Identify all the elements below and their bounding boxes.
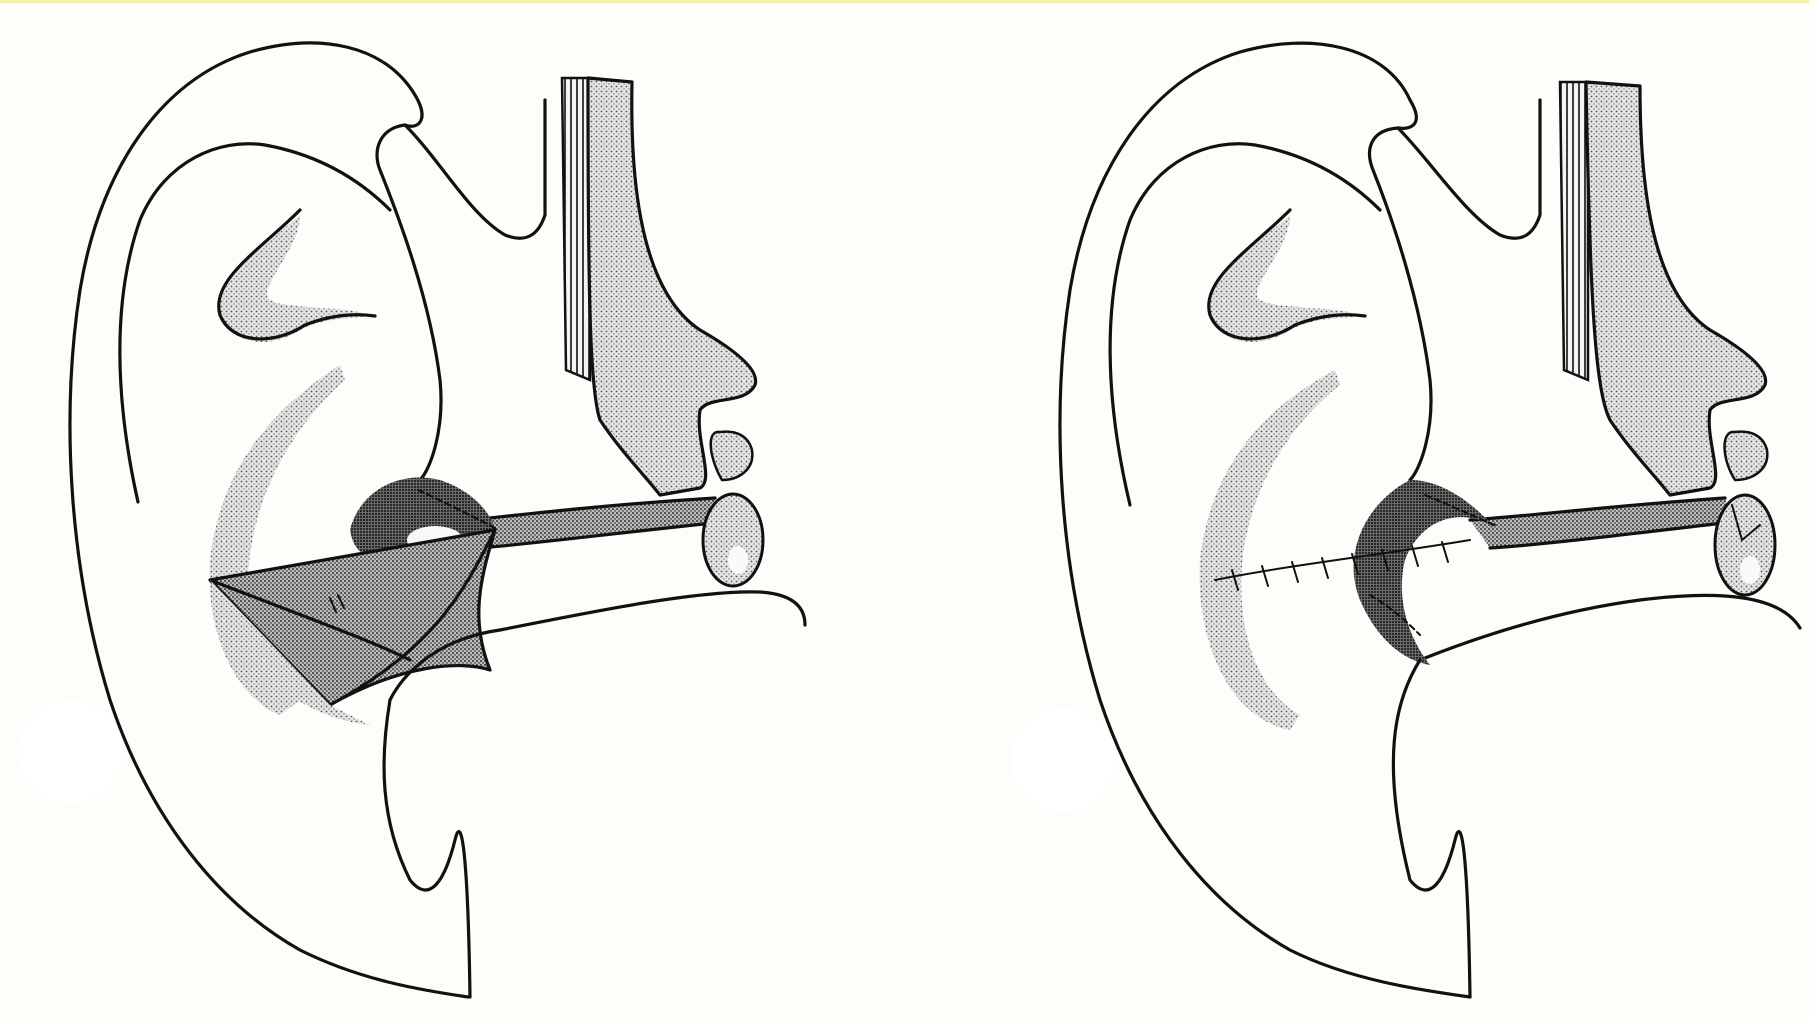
left-muscle-strip — [562, 78, 590, 380]
right-triangular-fossa — [1210, 215, 1360, 342]
left-tympanic-highlight — [728, 546, 748, 574]
left-small-ossicle — [711, 432, 753, 480]
right-suture-line — [1215, 540, 1470, 580]
left-crus-contour — [377, 125, 441, 480]
right-small-ossicle — [1724, 432, 1767, 480]
left-canal-floor — [500, 592, 805, 630]
right-canal-tube — [1470, 498, 1732, 548]
right-antihelix-shade — [1200, 370, 1340, 730]
right-crus-contour — [1370, 128, 1431, 480]
right-lobe-contour — [1393, 660, 1470, 997]
left-label-dot — [18, 700, 122, 804]
left-triangular-fossa — [220, 215, 370, 342]
left-canal-tube — [470, 498, 722, 548]
left-tragus-notch — [405, 100, 545, 238]
left-lobe-contour — [384, 700, 470, 997]
right-closed-concha — [1354, 480, 1495, 665]
right-tragus-notch — [1398, 100, 1540, 238]
right-canal-floor — [1420, 595, 1800, 660]
right-tympanic-highlight — [1740, 556, 1760, 584]
right-label-dot — [1011, 708, 1115, 812]
left-ear-panel — [18, 43, 805, 997]
right-ear-panel — [1011, 43, 1800, 997]
right-muscle-strip — [1560, 82, 1588, 380]
left-tympanic-disc — [703, 494, 763, 586]
